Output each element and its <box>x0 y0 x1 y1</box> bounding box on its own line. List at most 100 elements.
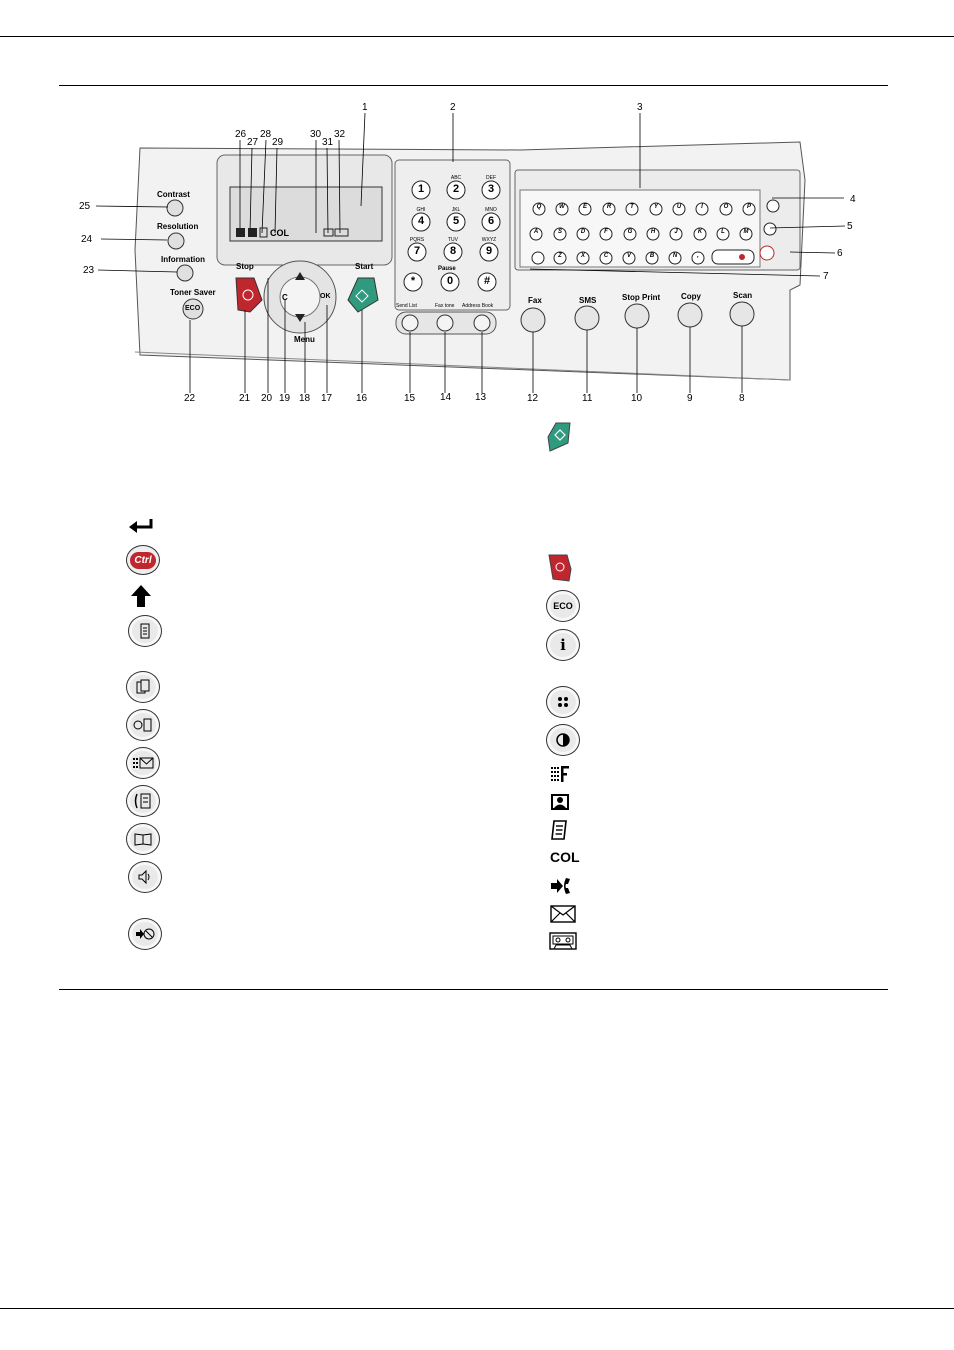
keyboard-key-P[interactable]: P <box>746 204 751 210</box>
callout-27: 27 <box>247 137 259 148</box>
keyboard-key-K[interactable]: K <box>697 229 703 235</box>
scan-label: Scan <box>733 291 753 300</box>
keyboard-key-G[interactable]: G <box>627 229 633 235</box>
toner-saver-label: Toner Saver <box>170 288 216 297</box>
keyboard-key-B[interactable]: B <box>649 253 655 259</box>
keyboard-key-M[interactable]: M <box>743 229 749 235</box>
keypad-letters-9: WXYZ <box>481 237 497 243</box>
shift-arrow-icon <box>131 585 151 607</box>
callout-18: 18 <box>299 393 311 404</box>
keypad-key-8[interactable]: 8 <box>449 245 457 257</box>
callout-30: 30 <box>310 129 322 140</box>
resolution-button-icon <box>546 686 580 718</box>
fine-resolution-lcd-icon <box>551 766 569 782</box>
keypad-key-2[interactable]: 2 <box>452 183 460 195</box>
keyboard-key-Q[interactable]: Q <box>536 204 542 210</box>
fax-tone-button-icon <box>128 861 162 893</box>
contrast-button-icon <box>546 724 580 756</box>
keypad-letters-4: GHI <box>416 207 426 213</box>
control-panel-diagram <box>95 112 846 393</box>
callout-19: 19 <box>279 393 291 404</box>
keyboard-key-F[interactable]: F <box>604 229 608 235</box>
pause-label: Pause <box>438 266 456 272</box>
callout-17: 17 <box>321 393 333 404</box>
callout-26: 26 <box>235 129 247 140</box>
keypad-key-0[interactable]: 0 <box>446 275 454 287</box>
keyboard-key-T[interactable]: T <box>630 204 634 210</box>
keyboard-key-V[interactable]: V <box>626 253 631 259</box>
keypad-key-7[interactable]: 7 <box>413 245 421 257</box>
ok-button-text[interactable]: OK <box>320 293 331 300</box>
eco-button-text[interactable]: ECO <box>185 305 201 312</box>
keyboard-key-A[interactable]: A <box>533 229 539 235</box>
keyboard-key-C[interactable]: C <box>603 253 609 259</box>
keyboard-key-X[interactable]: X <box>580 253 585 259</box>
keyboard-key-R[interactable]: R <box>606 204 612 210</box>
copy-button-icon <box>126 671 160 703</box>
keypad-letters-8: TUV <box>448 237 458 243</box>
keyboard-key-Z[interactable]: Z <box>558 253 562 259</box>
callout-4: 4 <box>850 194 856 205</box>
keyboard-key-O[interactable]: O <box>723 204 729 210</box>
keypad-key-9[interactable]: 9 <box>485 245 493 257</box>
keypad-key-*[interactable]: * <box>410 275 416 287</box>
stop-label: Stop <box>236 262 254 271</box>
callout-11: 11 <box>582 393 593 404</box>
keyboard-key-W[interactable]: W <box>559 204 565 210</box>
callout-10: 10 <box>631 393 643 404</box>
keypad-key-5[interactable]: 5 <box>452 215 460 227</box>
keyboard-keys <box>529 199 780 265</box>
keyboard-key-L[interactable]: L <box>721 229 725 235</box>
callout-5: 5 <box>847 221 853 232</box>
cassette-lcd-icon <box>549 932 577 950</box>
address-book-button-icon <box>126 823 160 855</box>
keypad-key-1[interactable]: 1 <box>417 183 425 195</box>
keyboard-key-J[interactable]: J <box>674 229 678 235</box>
callout-22: 22 <box>184 393 196 404</box>
keyboard-key-U[interactable]: U <box>676 204 682 210</box>
keyboard-key-Y[interactable]: Y <box>653 204 658 210</box>
keypad-letters-7: PQRS <box>409 237 425 243</box>
keypad-key-#[interactable]: # <box>483 275 491 287</box>
envelope-lcd-icon <box>550 905 576 923</box>
callout-28: 28 <box>260 129 272 140</box>
callout-13: 13 <box>475 392 487 403</box>
keypad-key-3[interactable]: 3 <box>487 183 495 195</box>
address-book-label: Address Book <box>462 303 494 309</box>
keyboard-key-I[interactable]: I <box>701 204 703 210</box>
callout-29: 29 <box>272 137 284 148</box>
enter-icon <box>129 519 153 533</box>
callout-7: 7 <box>823 271 829 282</box>
photo-lcd-icon <box>551 794 569 810</box>
send-list-button-icon <box>128 918 162 950</box>
header-rule <box>59 85 888 86</box>
callout-12: 12 <box>527 393 539 404</box>
callout-21: 21 <box>239 393 251 404</box>
keyboard-key-H[interactable]: H <box>650 229 656 235</box>
callout-3: 3 <box>637 102 643 113</box>
start-button-icon <box>547 422 571 452</box>
keyboard-key-E[interactable]: E <box>582 204 587 210</box>
keypad-key-4[interactable]: 4 <box>417 215 425 227</box>
document-lcd-icon <box>551 820 567 840</box>
phone-lcd-icon <box>551 878 570 894</box>
c-button-text[interactable]: C <box>282 293 288 302</box>
keyboard-key-S[interactable]: S <box>557 229 562 235</box>
callout-23: 23 <box>83 265 95 276</box>
callout-25: 25 <box>79 201 91 212</box>
information-button-icon: i <box>546 629 580 661</box>
keypad-letters-5: JKL <box>451 207 461 213</box>
fax-tone-label: Fax tone <box>435 303 455 309</box>
callout-24: 24 <box>81 234 93 245</box>
keypad-key-6[interactable]: 6 <box>487 215 495 227</box>
keyboard-key-N[interactable]: N <box>672 253 678 259</box>
callout-9: 9 <box>687 393 693 404</box>
callout-16: 16 <box>356 393 368 404</box>
keyboard-key-D[interactable]: D <box>580 229 586 235</box>
fax-label: Fax <box>528 296 542 305</box>
keyboard-key-,[interactable]: , <box>697 253 699 259</box>
information-label: Information <box>161 255 205 264</box>
scan-button-icon <box>128 615 162 647</box>
bottom-rule <box>0 1308 954 1309</box>
footer-rule <box>59 989 888 990</box>
